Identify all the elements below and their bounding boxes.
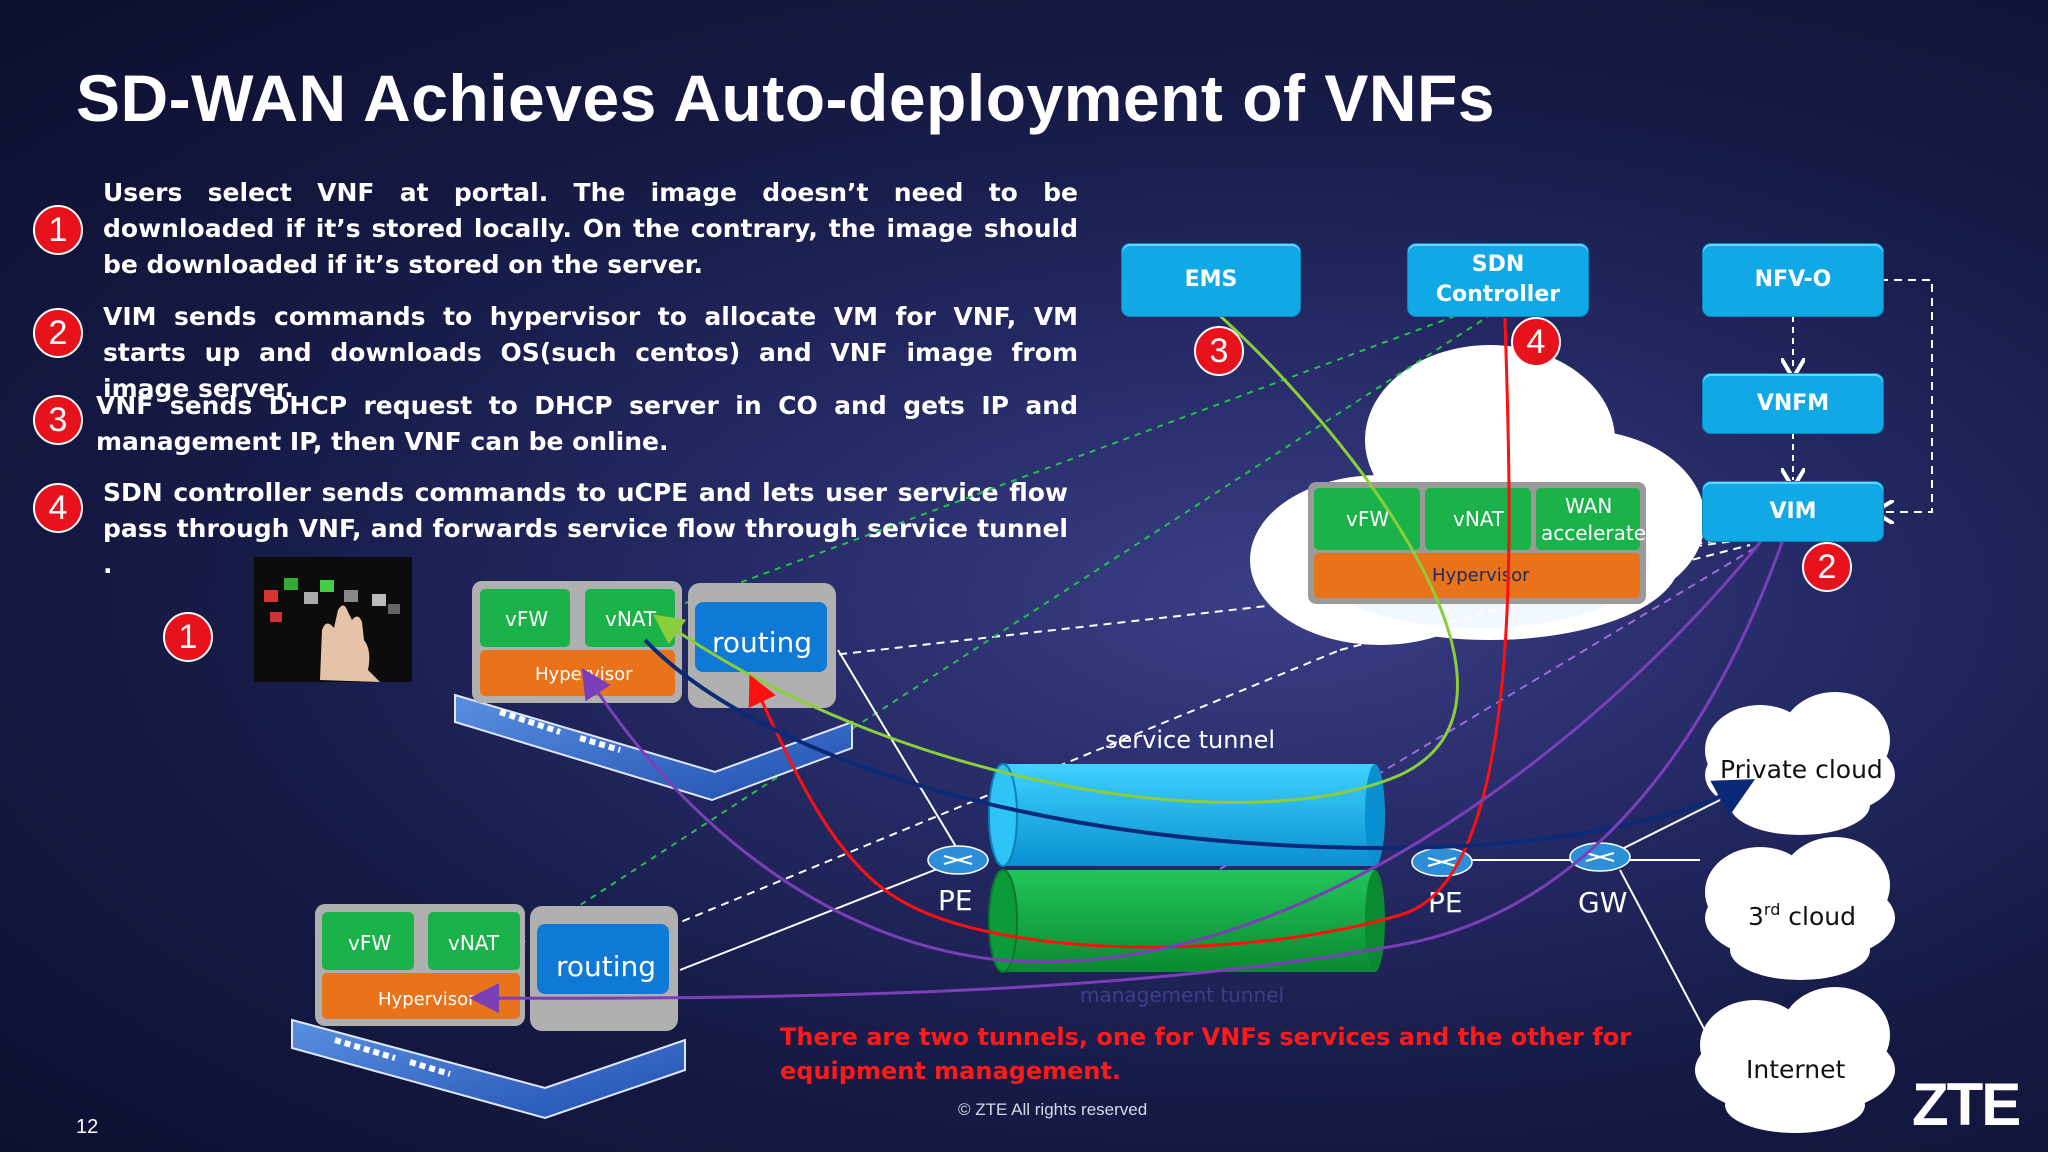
ucpe-bottom-hypervisor: Hypervisor	[378, 989, 476, 1010]
step-1-text: Users select VNF at portal. The image do…	[103, 178, 1078, 279]
pe-left-label: PE	[938, 884, 973, 917]
ucpe-top-hypervisor: Hypervisor	[535, 664, 633, 685]
service-tunnel-label: service tunnel	[1105, 726, 1275, 754]
vnfm-box[interactable]: VNFM	[1703, 374, 1883, 433]
step-3-badge: 3	[33, 395, 83, 445]
internet-cloud-label: Internet	[1746, 1055, 1845, 1084]
third-cloud-label: 3rd cloud	[1748, 900, 1856, 931]
navy-flow-arrow	[643, 638, 1756, 851]
internet-cloud	[1695, 987, 1895, 1133]
green-dashed-links	[479, 299, 1499, 971]
ucpe-top-device	[454, 581, 853, 802]
private-cloud-label: Private cloud	[1720, 755, 1883, 784]
gw-label: GW	[1578, 886, 1627, 919]
step-1-badge: 1	[33, 205, 83, 255]
cloud-wan-label-1: WAN	[1565, 494, 1612, 518]
step-3-text: VNF sends DHCP request to DHCP server in…	[96, 391, 1078, 456]
router-pe-left	[927, 845, 989, 875]
vim-step-badge: 2	[1802, 542, 1852, 592]
third-cloud	[1705, 837, 1895, 980]
slide-title: SD-WAN Achieves Auto-deployment of VNFs	[76, 61, 1496, 135]
purple-flow-arrow-bottom	[469, 487, 1802, 1014]
router-gw	[1569, 842, 1631, 872]
ems-step-badge: 3	[1194, 326, 1244, 376]
ucpe-top-vfw: vFW	[505, 607, 548, 631]
vim-box[interactable]: VIM	[1703, 482, 1883, 541]
ucpe-top-routing: routing	[712, 626, 812, 659]
step-4-text: SDN controller sends commands to uCPE an…	[103, 478, 1068, 579]
ucpe-top-vnat: vNAT	[605, 607, 657, 631]
tunnel-note: There are two tunnels, one for VNFs serv…	[780, 1023, 1632, 1085]
zte-logo: ZTE	[1912, 1071, 2021, 1138]
cloud-vnat-label: vNAT	[1453, 507, 1505, 531]
sdn-controller-box[interactable]: SDN Controller	[1408, 244, 1588, 316]
portal-touch-image	[254, 557, 412, 682]
red-flow-arrow	[748, 317, 1511, 949]
copyright-footer: © ZTE All rights reserved	[958, 1100, 1148, 1119]
page-number: 12	[76, 1116, 99, 1138]
management-tunnel-label: management tunnel	[1080, 983, 1284, 1007]
cloud-vnf-stack	[1308, 482, 1646, 604]
nfvo-box[interactable]: NFV-O	[1703, 244, 1883, 316]
sdn-label-line1: SDN	[1471, 252, 1525, 277]
ucpe-bottom-vfw: vFW	[348, 931, 391, 955]
step-2-badge: 2	[33, 308, 83, 358]
management-tunnel	[988, 869, 1385, 973]
sdn-step-badge: 4	[1511, 317, 1561, 367]
physical-links	[679, 649, 1721, 1041]
ems-box[interactable]: EMS	[1122, 244, 1300, 316]
green-flow-arrow	[653, 303, 1459, 804]
sdn-label-line2: Controller	[1435, 282, 1561, 307]
cloud-wan-label-2: accelerate	[1541, 521, 1646, 545]
ucpe-bottom-vnat: vNAT	[448, 931, 500, 955]
ucpe-bottom-routing: routing	[556, 950, 656, 983]
cloud-hypervisor-label: Hypervisor	[1432, 565, 1530, 586]
pe-right-label: PE	[1428, 886, 1463, 919]
portal-step-badge: 1	[163, 612, 213, 662]
step-4-badge: 4	[33, 483, 83, 533]
purple-flow-arrow-top	[581, 487, 1802, 964]
service-tunnel	[988, 763, 1385, 867]
router-pe-right	[1411, 847, 1473, 877]
step-2-text: VIM sends commands to hypervisor to allo…	[103, 302, 1078, 403]
cloud-vfw-label: vFW	[1346, 507, 1389, 531]
